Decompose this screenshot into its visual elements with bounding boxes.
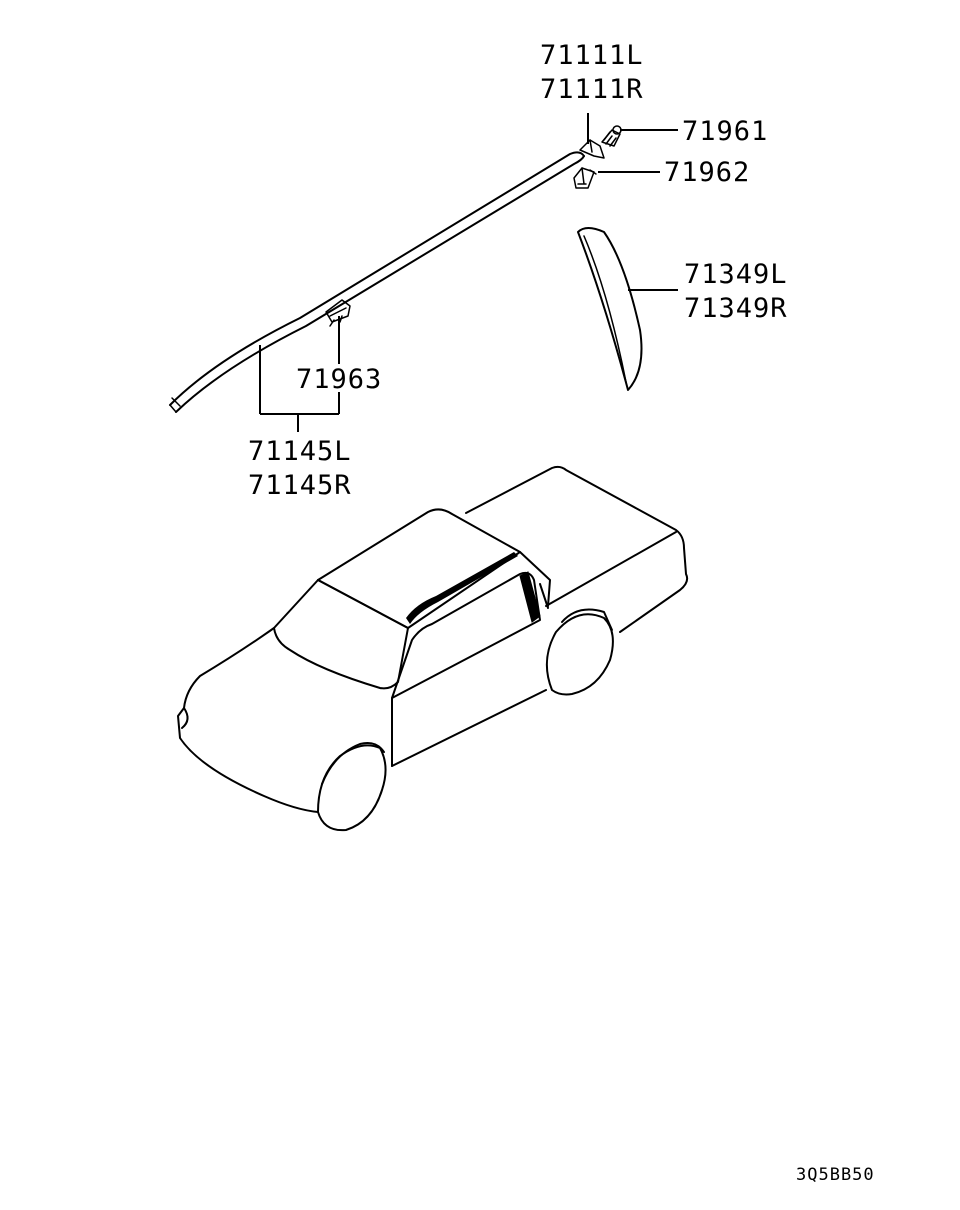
diagram-code: 3Q5BB50 <box>796 1165 875 1185</box>
roof-drip-moulding <box>169 151 585 413</box>
part-labels: 71111L 71111R 71961 71962 71349L 71349R … <box>248 40 788 501</box>
label-71961: 71961 <box>682 116 768 147</box>
label-71349R: 71349R <box>684 293 788 324</box>
pillar-garnish-71349 <box>577 227 643 391</box>
screw-71961 <box>601 125 622 147</box>
label-71349L: 71349L <box>684 259 788 290</box>
label-71962: 71962 <box>664 157 750 188</box>
label-71145R: 71145R <box>248 470 352 501</box>
label-71111R: 71111R <box>540 74 644 105</box>
label-71111L: 71111L <box>540 40 644 71</box>
label-71963: 71963 <box>296 364 382 395</box>
pickup-truck-illustration <box>177 465 689 832</box>
clip-71963 <box>325 299 351 327</box>
label-71145L: 71145L <box>248 436 352 467</box>
leader-lines <box>259 113 678 432</box>
clip-71962 <box>573 167 597 189</box>
